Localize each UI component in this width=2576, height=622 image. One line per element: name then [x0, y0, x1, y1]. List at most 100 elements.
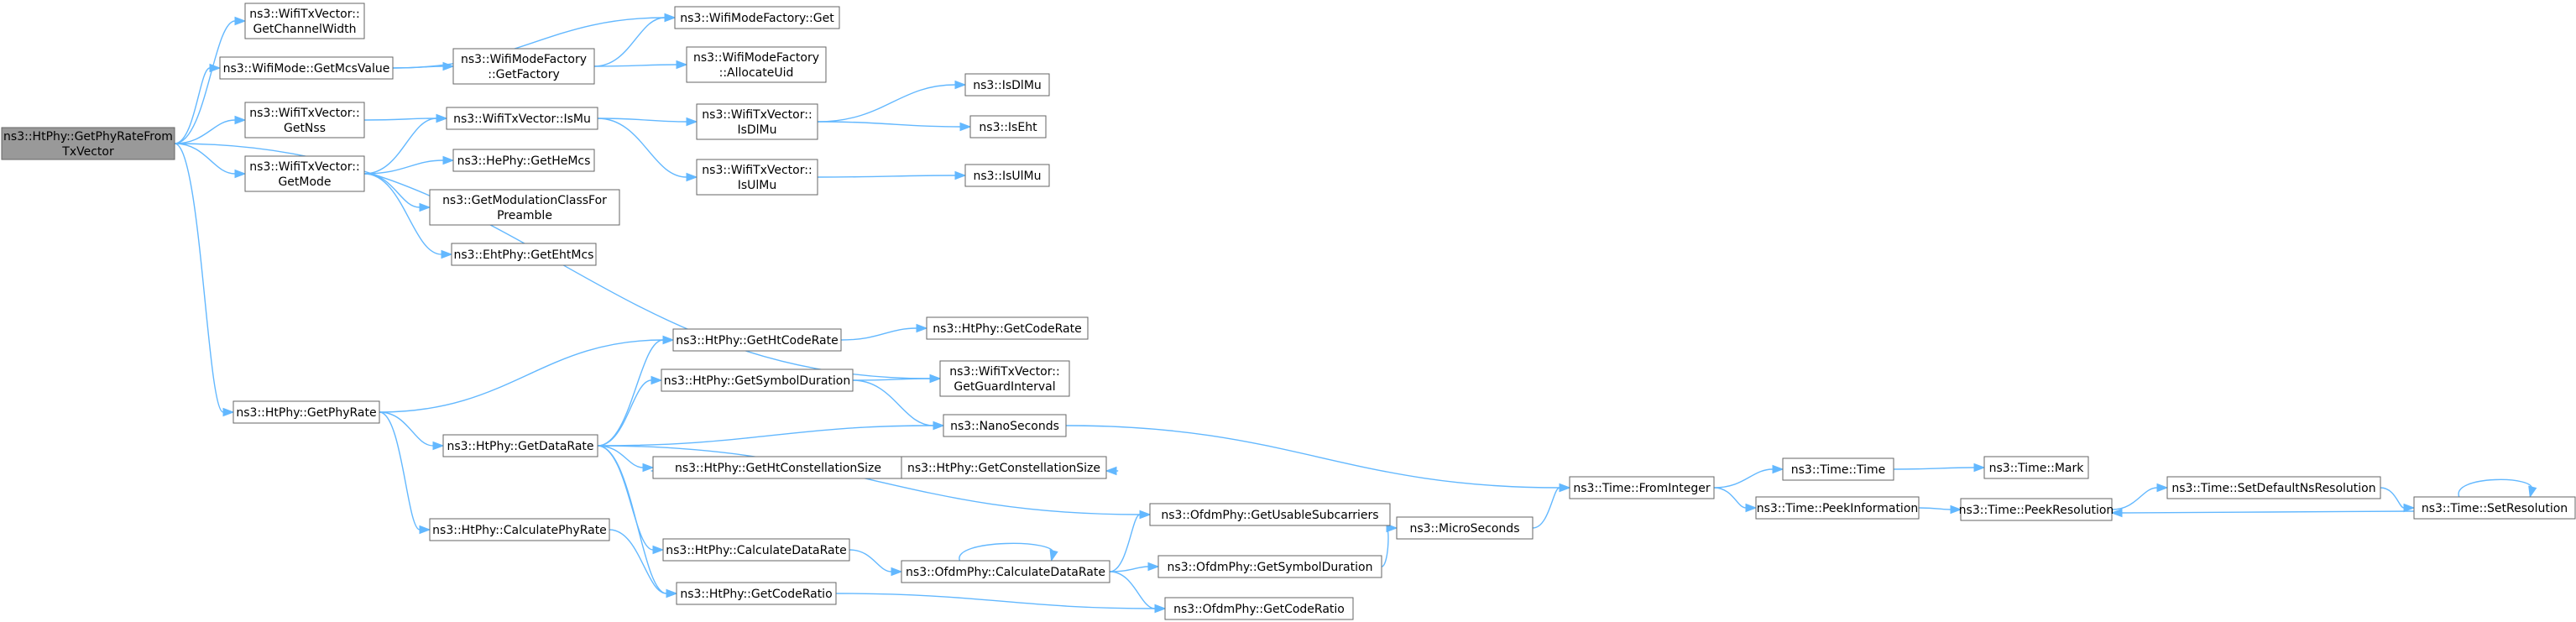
node-box — [661, 368, 854, 392]
node-getGuardInterval[interactable]: ns3::WifiTxVector::GetGuardInterval — [939, 360, 1070, 397]
edge-line — [835, 593, 1156, 609]
edge-line — [392, 17, 666, 69]
node-getMcsValue[interactable]: ns3::WifiMode::GetMcsValue — [219, 56, 394, 80]
node-fromInteger[interactable]: ns3::Time::FromInteger — [1569, 476, 1715, 499]
node-label: GetMode — [278, 175, 331, 189]
node-box — [939, 360, 1070, 397]
node-label: IsDlMu — [737, 123, 776, 137]
node-getMode[interactable]: ns3::WifiTxVector::GetMode — [244, 155, 365, 192]
node-timeMark[interactable]: ns3::Time::Mark — [1983, 456, 2089, 479]
edge-line — [1713, 487, 1747, 509]
edge-line — [597, 445, 644, 468]
node-getCodeRate[interactable]: ns3::HtPhy::GetCodeRate — [926, 316, 1089, 340]
edge-arrowhead — [1772, 464, 1784, 474]
node-box — [442, 434, 598, 457]
node-getHeMcs[interactable]: ns3::HePhy::GetHeMcs — [452, 149, 595, 172]
node-nanoSeconds[interactable]: ns3::NanoSeconds — [943, 414, 1067, 437]
node-modeFactoryGet[interactable]: ns3::WifiModeFactory::Get — [674, 6, 840, 29]
node-box — [696, 159, 818, 196]
edge-getFactory-to-modeFactoryGet — [593, 13, 677, 67]
node-isDlMu[interactable]: ns3::IsDlMu — [964, 73, 1050, 97]
node-getDataRate[interactable]: ns3::HtPhy::GetDataRate — [442, 434, 598, 457]
edge-root-to-getNss — [174, 115, 247, 144]
node-label: ns3::WifiTxVector:: — [249, 107, 359, 120]
node-label: ns3::Time::FromInteger — [1573, 482, 1710, 495]
node-label: ns3::HtPhy::GetConstellationSize — [907, 462, 1100, 475]
node-usableSubcarriers[interactable]: ns3::OfdmPhy::GetUsableSubcarriers — [1149, 503, 1391, 526]
node-peekResolution[interactable]: ns3::Time::PeekResolution — [1959, 498, 2114, 521]
node-calcDataRateHt[interactable]: ns3::HtPhy::CalculateDataRate — [662, 538, 850, 562]
edge-arrowhead — [419, 202, 431, 212]
node-label: ns3::HtPhy::GetHtCodeRate — [676, 334, 838, 348]
node-isUlMuTx[interactable]: ns3::WifiTxVector::IsUlMu — [696, 159, 818, 196]
edge-line — [817, 121, 961, 128]
edge-getPhyRate-to-calcPhyRate — [379, 411, 431, 535]
node-getPhyRate[interactable]: ns3::HtPhy::GetPhyRate — [233, 400, 380, 424]
edge-root-to-getMcsValue — [174, 63, 222, 144]
node-isEht[interactable]: ns3::IsEht — [969, 115, 1047, 139]
node-box — [901, 456, 1107, 479]
node-getHtCodeRate[interactable]: ns3::HtPhy::GetHtCodeRate — [672, 328, 842, 352]
node-calcPhyRate[interactable]: ns3::HtPhy::CalculatePhyRate — [429, 518, 610, 541]
node-getHtConstSize[interactable]: ns3::HtPhy::GetHtConstellationSize — [652, 456, 904, 479]
node-getFactory[interactable]: ns3::WifiModeFactory::GetFactory — [452, 48, 595, 85]
node-isUlMu[interactable]: ns3::IsUlMu — [964, 164, 1050, 187]
edge-line — [363, 159, 444, 175]
node-calcDataRateOfdm[interactable]: ns3::OfdmPhy::CalculateDataRate — [901, 560, 1110, 583]
edge-arrowhead — [959, 122, 972, 132]
node-label: ns3::OfdmPhy::GetCodeRatio — [1173, 603, 1345, 616]
node-label: ns3::IsEht — [979, 121, 1037, 134]
node-box — [446, 107, 598, 130]
node-label: ns3::WifiTxVector:: — [702, 108, 812, 122]
node-label: ns3::OfdmPhy::CalculateDataRate — [906, 566, 1105, 579]
node-microSeconds[interactable]: ns3::MicroSeconds — [1396, 516, 1534, 540]
node-getConstSize[interactable]: ns3::HtPhy::GetConstellationSize — [901, 456, 1107, 479]
node-getEhtMcs[interactable]: ns3::EhtPhy::GetEhtMcs — [451, 243, 597, 266]
edge-arrowhead — [1147, 562, 1160, 572]
nodes-layer: ns3::HtPhy::GetPhyRateFromTxVectorns3::W… — [1, 3, 2576, 620]
node-peekInformation[interactable]: ns3::Time::PeekInformation — [1755, 496, 1920, 520]
edge-timeTime-to-timeMark — [1893, 463, 1986, 473]
node-isDlMuTx[interactable]: ns3::WifiTxVector::IsDlMu — [696, 103, 818, 140]
node-isMu[interactable]: ns3::WifiTxVector::IsMu — [446, 107, 598, 130]
edge-getPhyRate-to-getHtCodeRate — [379, 335, 675, 413]
node-label: ns3::HtPhy::GetCodeRatio — [680, 588, 832, 601]
edge-isDlMuTx-to-isEht — [817, 121, 972, 132]
node-getNss[interactable]: ns3::WifiTxVector::GetNss — [244, 102, 365, 139]
node-box — [964, 73, 1050, 97]
edge-line — [174, 119, 236, 144]
node-allocateUid[interactable]: ns3::WifiModeFactory::AllocateUid — [686, 46, 827, 83]
edge-arrowhead — [1950, 504, 1962, 515]
edge-arrowhead — [662, 335, 675, 345]
edge-root-to-getPhyRate — [174, 143, 235, 417]
node-label: GetChannelWidth — [253, 23, 356, 36]
node-getSymbolDuration[interactable]: ns3::HtPhy::GetSymbolDuration — [661, 368, 854, 392]
node-getCodeRatioHt[interactable]: ns3::HtPhy::GetCodeRatio — [676, 582, 837, 605]
node-ofdmCodeRatio[interactable]: ns3::OfdmPhy::GetCodeRatio — [1164, 597, 1354, 620]
node-box — [969, 115, 1047, 139]
edge-line — [817, 84, 956, 123]
edge-arrowhead — [2156, 483, 2169, 493]
node-label: ns3::WifiTxVector:: — [249, 160, 359, 174]
node-timeTime[interactable]: ns3::Time::Time — [1782, 457, 1894, 481]
node-setDefaultNsRes[interactable]: ns3::Time::SetDefaultNsResolution — [2166, 476, 2381, 499]
edge-fromInteger-to-peekInformation — [1713, 487, 1758, 513]
edge-line — [379, 411, 434, 447]
edge-arrowhead — [954, 170, 967, 180]
edge-arrowhead — [441, 249, 453, 259]
node-setResolution[interactable]: ns3::Time::SetResolution — [2413, 496, 2576, 520]
node-box — [244, 102, 365, 139]
edge-arrowhead — [2403, 503, 2416, 513]
edge-line — [174, 20, 236, 144]
node-box — [943, 414, 1067, 437]
node-ofdmSymbolDuration[interactable]: ns3::OfdmPhy::GetSymbolDuration — [1157, 555, 1382, 578]
edge-arrowhead — [652, 545, 665, 555]
node-box — [1782, 457, 1894, 481]
node-label: ::AllocateUid — [719, 66, 794, 80]
node-getChannelWidth[interactable]: ns3::WifiTxVector::GetChannelWidth — [244, 3, 365, 39]
node-label: ns3::WifiModeFactory — [461, 53, 587, 66]
edge-arrowhead — [234, 169, 247, 179]
edge-arrowhead — [1049, 549, 1058, 562]
